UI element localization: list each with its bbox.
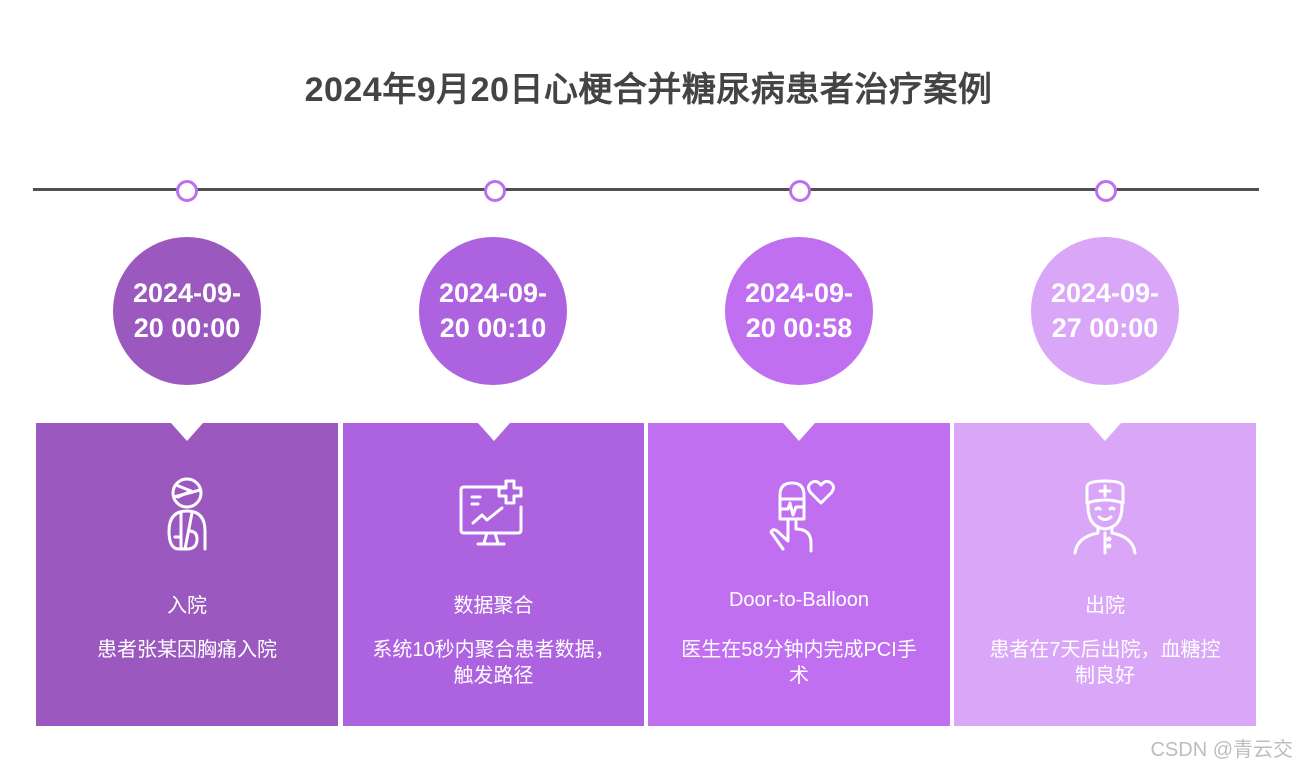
timeline-node-2	[484, 180, 506, 202]
event-label: 入院	[167, 595, 207, 617]
event-card-2: 数据聚合 系统10秒内聚合患者数据，触发路径	[343, 423, 644, 726]
page-title: 2024年9月20日心梗合并糖尿病患者治疗案例	[304, 71, 993, 109]
date-circle-4: 2024-09- 27 00:00	[1031, 237, 1179, 385]
date-line-2: 20 00:58	[745, 313, 853, 343]
timeline-node-3	[789, 180, 811, 202]
hand-heart-monitor-icon	[769, 479, 835, 553]
event-label: 数据聚合	[453, 595, 534, 617]
date-line-1: 2024-09-	[744, 278, 854, 308]
date-circle-2: 2024-09- 20 00:10	[419, 237, 567, 385]
timeline-node-1	[176, 180, 198, 202]
event-description: 医生在58分钟内完成PCI手术	[681, 639, 917, 687]
date-circle-1: 2024-09- 20 00:00	[113, 237, 261, 385]
timeline-node-4	[1095, 180, 1117, 202]
date-line-2: 27 00:00	[1051, 313, 1159, 343]
card-pointer	[783, 423, 815, 441]
medical-monitor-data-icon	[459, 479, 522, 546]
event-card-3: Door-to-Balloon 医生在58分钟内完成PCI手术	[648, 423, 950, 726]
doctor-icon	[1073, 479, 1137, 555]
injured-patient-icon	[167, 477, 207, 551]
card-pointer	[171, 423, 203, 441]
timeline-line	[33, 188, 1259, 191]
date-line-2: 20 00:10	[439, 313, 547, 343]
event-label: Door-to-Balloon	[728, 589, 870, 611]
date-circle-3: 2024-09- 20 00:58	[725, 237, 873, 385]
date-line-1: 2024-09-	[438, 278, 548, 308]
card-pointer	[477, 423, 510, 441]
date-line-1: 2024-09-	[132, 278, 242, 308]
event-card-1: 入院 患者张某因胸痛入院	[36, 423, 338, 726]
event-card-4: 出院 患者在7天后出院，血糖控制良好	[954, 423, 1256, 726]
event-description: 患者张某因胸痛入院	[97, 639, 277, 661]
card-pointer	[1089, 423, 1121, 441]
event-description: 系统10秒内聚合患者数据，触发路径	[372, 639, 615, 687]
watermark: CSDN @青云交	[1150, 739, 1293, 761]
date-line-2: 20 00:00	[133, 313, 241, 343]
event-description: 患者在7天后出院，血糖控制良好	[989, 639, 1221, 687]
event-label: 出院	[1085, 595, 1125, 617]
date-line-1: 2024-09-	[1050, 278, 1160, 308]
